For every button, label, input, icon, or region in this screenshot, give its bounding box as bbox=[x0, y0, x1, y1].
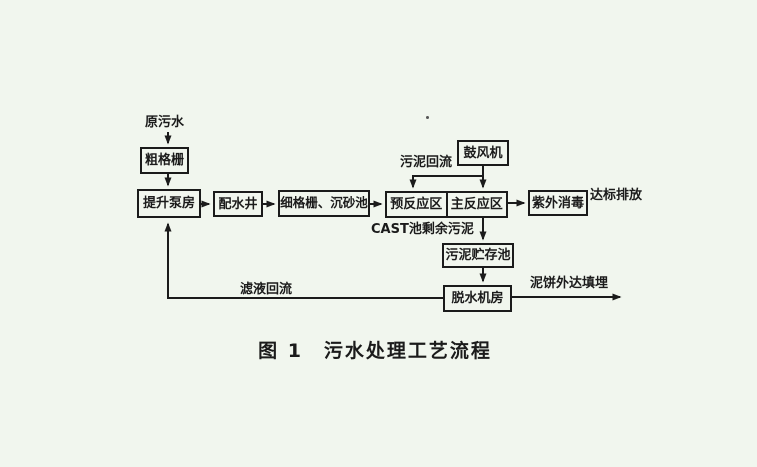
sludge-cake-landfill-label: 泥饼外达填埋 bbox=[530, 276, 609, 291]
node-coarse-screen: 粗格栅 bbox=[140, 147, 189, 174]
scan-speck bbox=[426, 116, 429, 119]
node-fine-screen-grit-chamber: 细格栅、沉砂池 bbox=[278, 190, 370, 217]
node-blower: 鼓风机 bbox=[457, 140, 509, 166]
node-main-reaction-zone: 主反应区 bbox=[450, 197, 503, 212]
node-dewatering-room: 脱水机房 bbox=[443, 285, 512, 312]
node-uv-disinfection: 紫外消毒 bbox=[528, 190, 588, 216]
sludge-return-label: 污泥回流 bbox=[400, 155, 453, 170]
node-lift-pump-station: 提升泵房 bbox=[137, 189, 201, 218]
cast-excess-sludge-label: CAST池剩余污泥 bbox=[371, 222, 474, 237]
node-sludge-storage-tank: 污泥贮存池 bbox=[442, 243, 514, 268]
raw-sewage-label: 原污水 bbox=[145, 115, 185, 130]
figure-caption: 图 1 污水处理工艺流程 bbox=[258, 340, 492, 362]
filtrate-return-label: 滤液回流 bbox=[240, 282, 293, 297]
node-reaction-zones: 预反应区 主反应区 bbox=[385, 191, 508, 218]
node-pre-reaction-zone: 预反应区 bbox=[387, 193, 448, 216]
node-distribution-well: 配水井 bbox=[213, 191, 263, 217]
standard-discharge-label: 达标排放 bbox=[590, 188, 643, 203]
arrow-sludgereturn-to-prereaction bbox=[409, 175, 483, 189]
